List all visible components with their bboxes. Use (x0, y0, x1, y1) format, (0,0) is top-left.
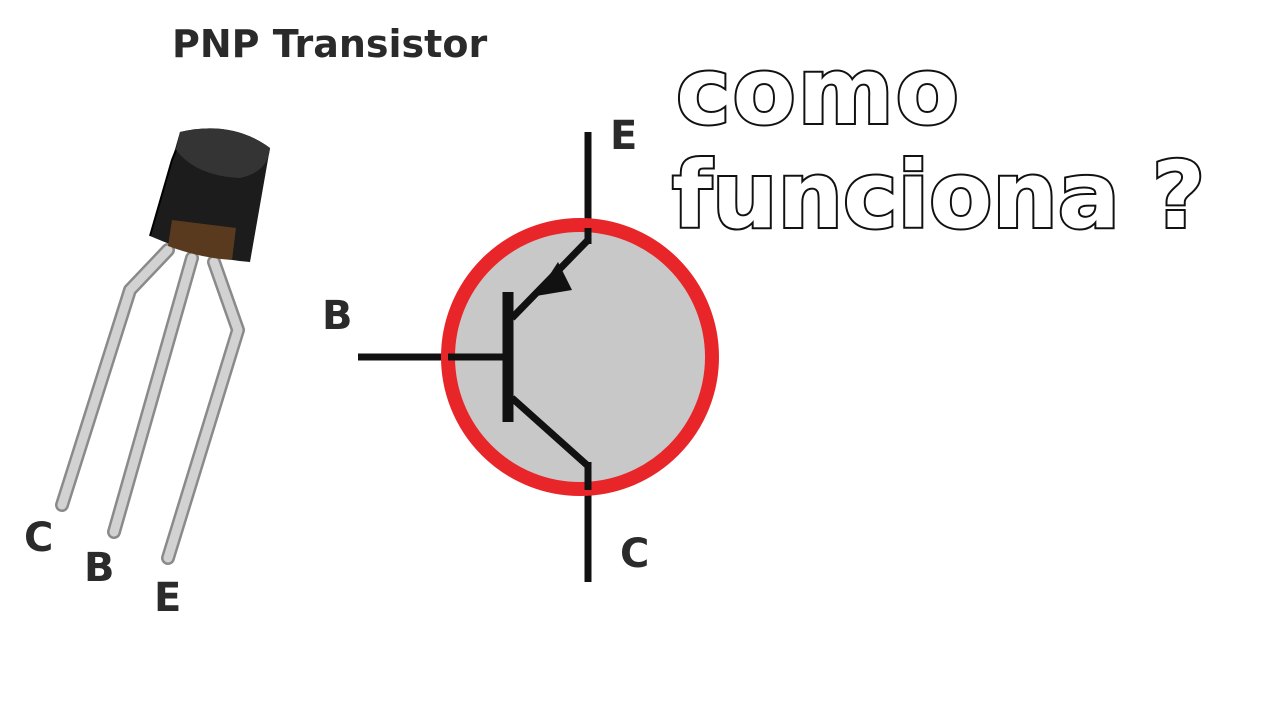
diagram-title: PNP Transistor (172, 22, 488, 66)
symbol-pin-label-b: B (322, 293, 353, 339)
collector-diagonal (509, 395, 591, 469)
package-pin-label-c: C (24, 515, 54, 561)
symbol-pin-label-c: C (620, 531, 650, 577)
package-pin-label-e: E (154, 575, 182, 621)
emitter-arrow-icon (536, 262, 572, 296)
transistor-body (149, 128, 270, 262)
pnp-schematic-symbol (358, 132, 719, 582)
package-pin-label-b: B (84, 545, 115, 591)
transistor-package (55, 128, 270, 565)
symbol-pin-label-e: E (610, 113, 638, 159)
transistor-leads (55, 243, 245, 565)
headline-line-2: funciona ? (670, 142, 1207, 249)
headline-line-1: como (674, 38, 961, 145)
